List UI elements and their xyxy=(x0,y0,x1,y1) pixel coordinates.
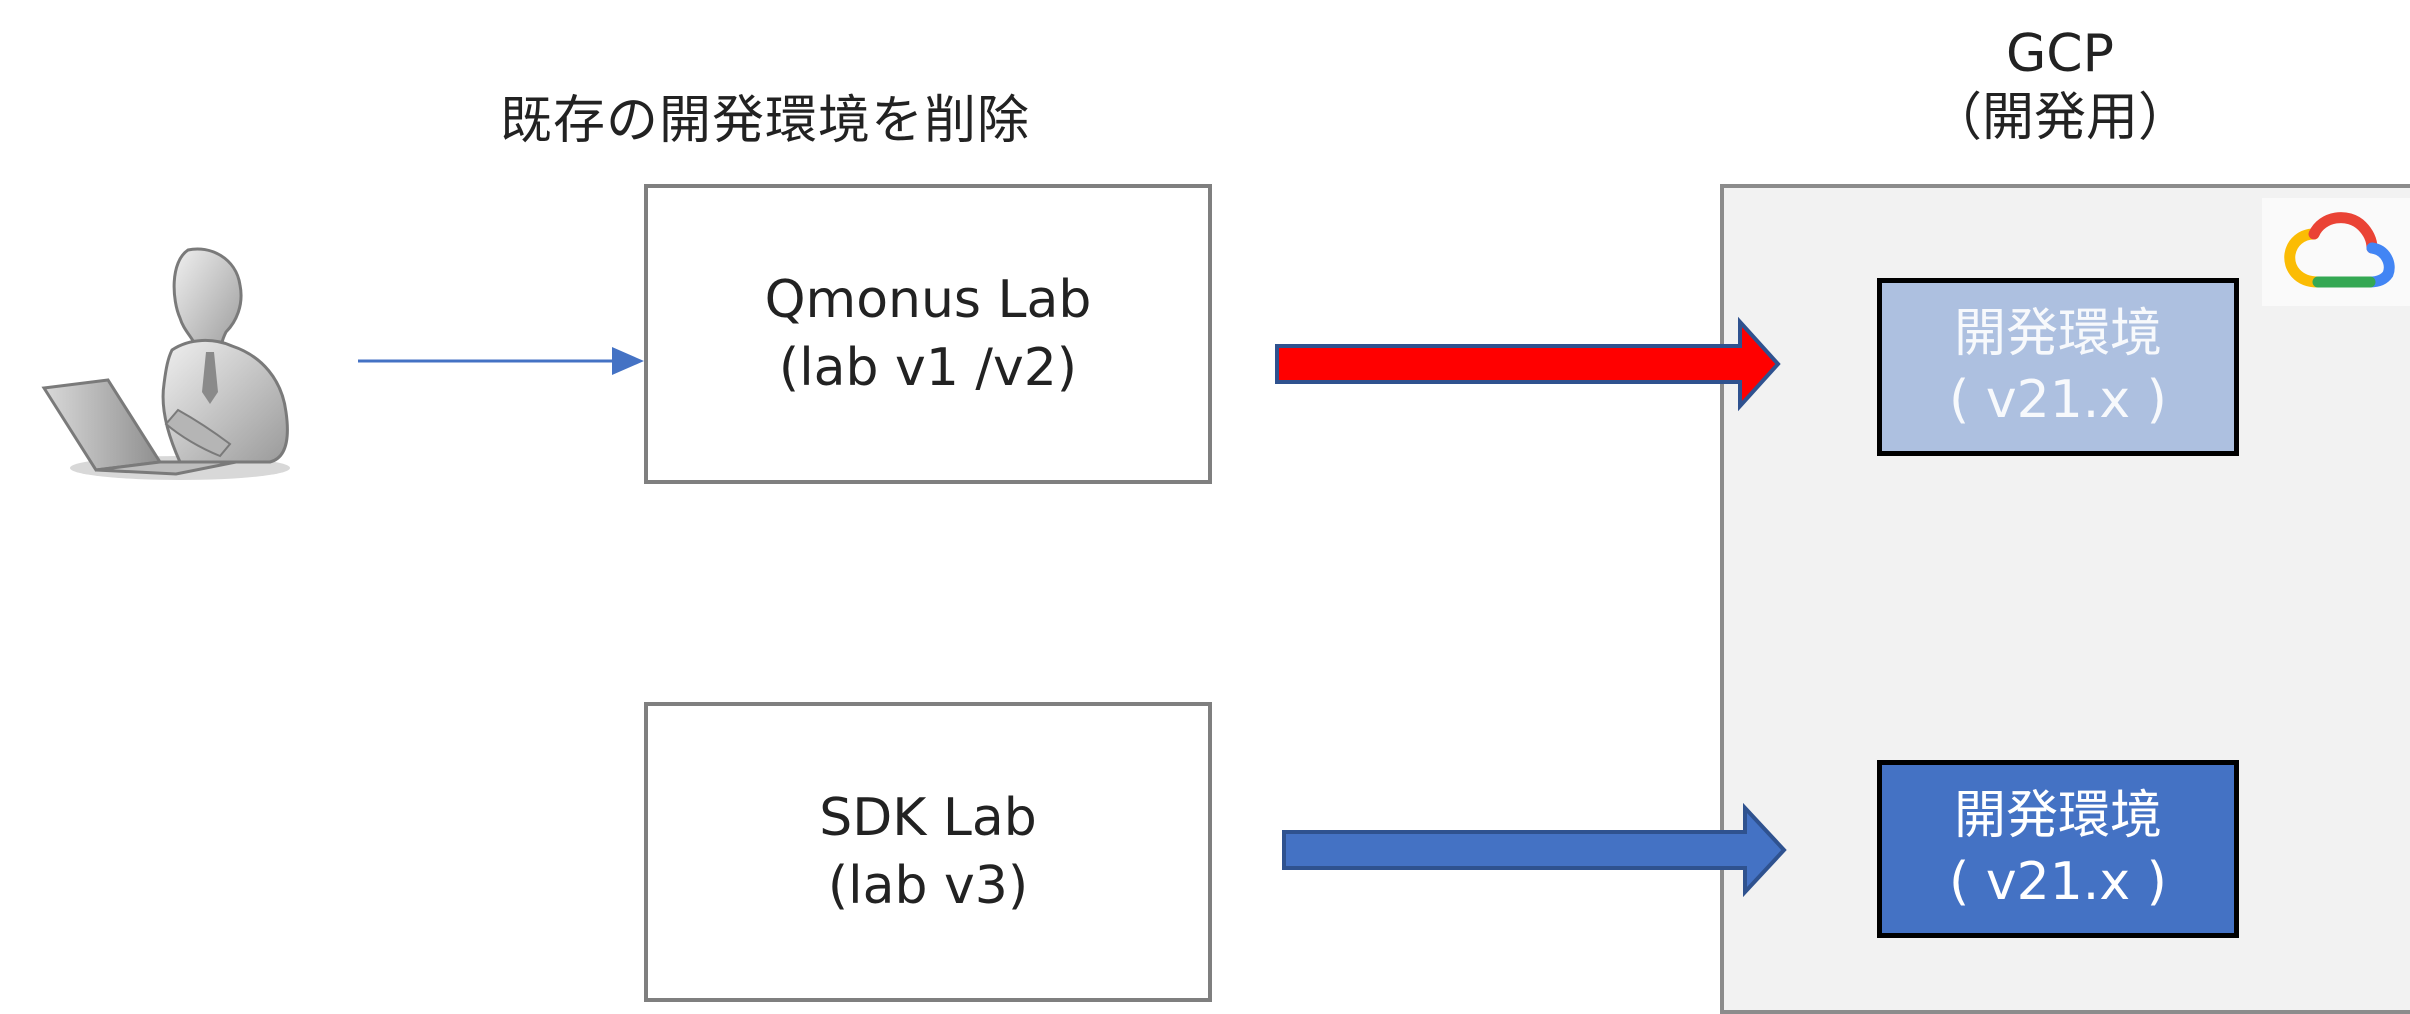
dev-env-deleted-name: 開発環境 xyxy=(1953,304,2162,364)
sdk-lab-version: (lab v3) xyxy=(827,856,1029,916)
dev-env-deleted-version: ( v21.x ) xyxy=(1949,370,2167,430)
dev-env-deleted: 開発環境 ( v21.x ) xyxy=(1877,278,2239,456)
qmonus-lab-version: (lab v1 /v2) xyxy=(778,338,1078,398)
deploy-arrow xyxy=(1282,802,1787,898)
gcp-heading: GCP （開発用） xyxy=(1860,22,2260,150)
user-to-qmonus-arrow xyxy=(358,347,644,375)
dev-env-active-name: 開発環境 xyxy=(1953,786,2162,846)
sdk-lab-name: SDK Lab xyxy=(819,788,1037,848)
sdk-lab-box: SDK Lab (lab v3) xyxy=(644,702,1212,1002)
gcp-title: GCP xyxy=(2006,24,2114,84)
user-laptop-icon xyxy=(41,247,290,480)
qmonus-lab-name: Qmonus Lab xyxy=(764,270,1092,330)
delete-arrow xyxy=(1275,316,1781,412)
gcp-subtitle: （開発用） xyxy=(1929,88,2190,148)
dev-env-active-version: ( v21.x ) xyxy=(1949,852,2167,912)
qmonus-lab-box: Qmonus Lab (lab v1 /v2) xyxy=(644,184,1212,484)
dev-env-active: 開発環境 ( v21.x ) xyxy=(1877,760,2239,938)
delete-existing-env-note: 既存の開発環境を削除 xyxy=(500,91,1031,151)
google-cloud-icon xyxy=(2284,212,2395,288)
